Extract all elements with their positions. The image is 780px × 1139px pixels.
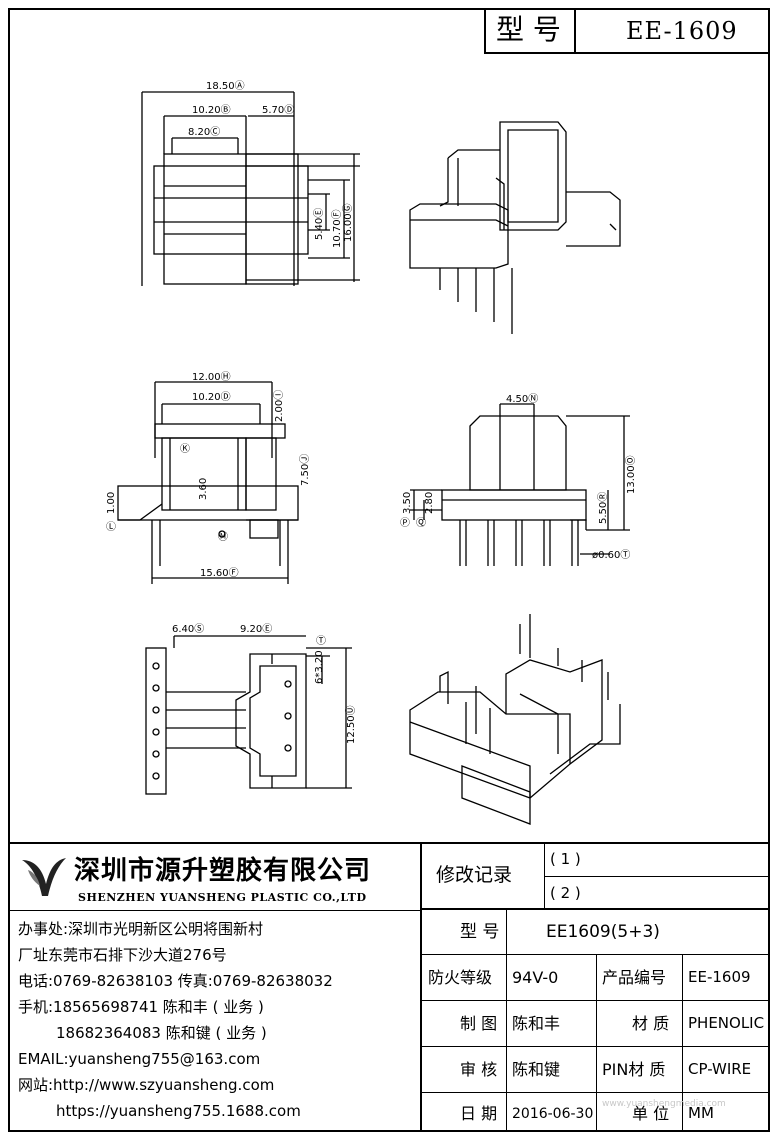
unit-label: 单 位 [632, 1104, 670, 1123]
material-value: PHENOLIC [688, 1014, 765, 1032]
dim-label: 3.60 [198, 478, 209, 500]
top-view [141, 91, 360, 286]
model-value: EE1609(5+3) [546, 922, 660, 942]
phone-fax: 电话:0769-82638103 传真:0769-82638032 [18, 972, 333, 990]
dim-label: 6.40Ⓢ [172, 623, 204, 635]
dim-label: 16.00Ⓖ [342, 203, 354, 242]
dim-label: 2.80 [424, 492, 435, 514]
watermark: www.yuanshengmedia.com [602, 1099, 726, 1109]
dim-label: 5.70Ⓓ [262, 104, 294, 116]
dim-label: Ⓜ [218, 531, 228, 543]
dim-label: Ⓟ [400, 517, 410, 529]
drawing-sheet: 型 号 EE-1609 [8, 8, 770, 1132]
unit-value: MM [688, 1104, 714, 1122]
model-value: EE-1609 [626, 17, 738, 45]
pin-value: CP-WIRE [688, 1060, 752, 1078]
dim-label: 9.20Ⓔ [240, 623, 272, 635]
iso-view-2 [409, 614, 621, 825]
dim-label: 13.00Ⓞ [625, 455, 637, 494]
revision-label: 修改记录 [436, 864, 513, 886]
title-block: 型 号 EE-1609 [484, 10, 770, 54]
dim-label: 5.40Ⓔ [313, 208, 325, 240]
product-no-value: EE-1609 [688, 968, 751, 986]
dim-label: 4.50Ⓝ [506, 393, 538, 405]
pin-label: PIN材 质 [602, 1060, 666, 1079]
info-table: 修改记录 ( 1 ) ( 2 ) 型 号 EE1609(5+3) 防火等级 94… [420, 844, 768, 1130]
dim-label: 6*3.20 [314, 650, 325, 684]
email: EMAIL:yuansheng755@163.com [18, 1050, 261, 1068]
dim-label: 12.50Ⓤ [345, 705, 357, 744]
company-name-en: SHENZHEN YUANSHENG PLASTIC CO.,LTD [78, 891, 367, 904]
address-factory: 厂址东莞市石排下沙大道276号 [18, 946, 227, 964]
dim-label: Ⓠ [416, 517, 426, 529]
technical-drawing: 18.50Ⓐ 10.20Ⓑ 5.70Ⓓ 8.20Ⓒ 5.40Ⓔ 10.70Ⓕ 1… [106, 80, 637, 825]
fire-value: 94V-0 [512, 968, 559, 987]
dimension-labels: 18.50Ⓐ 10.20Ⓑ 5.70Ⓓ 8.20Ⓒ 5.40Ⓔ 10.70Ⓕ 1… [106, 80, 637, 744]
dim-label: 1.00 [106, 492, 117, 514]
mobile-1: 手机:18565698741 陈和丰 ( 业务 ) [18, 998, 264, 1016]
front-view [117, 381, 299, 584]
website-2: https://yuansheng755.1688.com [56, 1102, 301, 1120]
product-no-label: 产品编号 [602, 968, 667, 987]
drawn-value: 陈和丰 [512, 1014, 561, 1033]
date-value: 2016-06-30 [512, 1106, 594, 1122]
material-label: 材 质 [632, 1014, 670, 1033]
dim-label: 10.20Ⓑ [192, 104, 231, 116]
dim-label: 3.50 [402, 492, 413, 514]
model-label: 型 号 [460, 922, 500, 942]
address-office: 办事处:深圳市光明新区公明将围新村 [18, 920, 264, 938]
dim-label: Ⓛ [106, 521, 116, 533]
company-logo [22, 858, 66, 896]
company-name-cn: 深圳市源升塑胶有限公司 [74, 856, 372, 886]
dim-label: ø0.60Ⓣ [592, 549, 630, 561]
date-label: 日 期 [460, 1104, 498, 1123]
dim-label: 10.70Ⓕ [331, 209, 343, 248]
dim-label: 10.20Ⓓ [192, 391, 231, 403]
bottom-view [145, 635, 352, 795]
revision-1: ( 1 ) [550, 850, 581, 868]
fire-label: 防火等级 [428, 968, 493, 987]
dim-label: 8.20Ⓒ [188, 126, 220, 138]
dim-label: 15.60Ⓕ [200, 567, 239, 579]
company-block: 深圳市源升塑胶有限公司 SHENZHEN YUANSHENG PLASTIC C… [10, 844, 420, 1130]
dim-label: Ⓚ [180, 443, 190, 455]
revision-2: ( 2 ) [550, 884, 581, 902]
model-label: 型 号 [496, 13, 561, 46]
dim-label: 2.00Ⓘ [273, 390, 285, 422]
dim-label: 5.50Ⓡ [597, 492, 609, 524]
side-view [410, 403, 630, 566]
check-label: 审 核 [460, 1060, 498, 1079]
dim-label: Ⓣ [316, 635, 326, 647]
dim-label: 18.50Ⓐ [206, 80, 245, 92]
website: 网站:http://www.szyuansheng.com [18, 1076, 275, 1094]
dim-label: 12.00Ⓗ [192, 371, 231, 383]
check-value: 陈和键 [512, 1060, 561, 1079]
iso-view-1 [409, 121, 621, 334]
mobile-2: 18682364083 陈和键 ( 业务 ) [56, 1024, 267, 1042]
dim-label: 7.50Ⓙ [299, 454, 311, 486]
drawn-label: 制 图 [460, 1014, 498, 1033]
